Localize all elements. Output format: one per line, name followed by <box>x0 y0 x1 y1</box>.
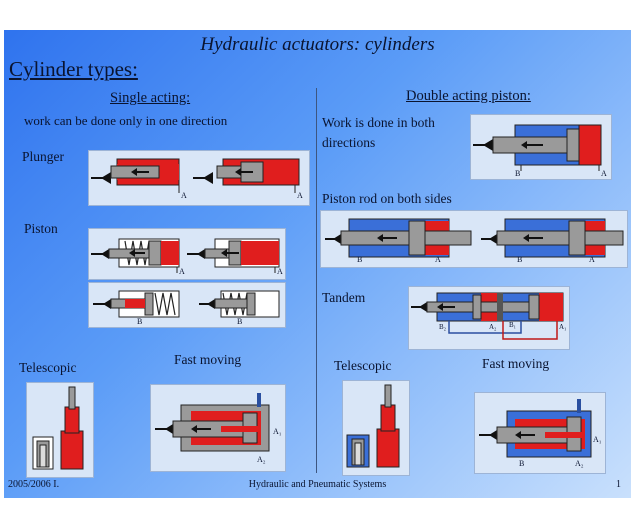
work-both-directions-line2: directions <box>322 135 376 150</box>
left-fast-moving-diagram: A₁ A₂ <box>150 384 286 472</box>
plunger-diagram: A A <box>88 150 310 206</box>
tandem-label: Tandem <box>322 290 366 305</box>
single-acting-heading: Single acting: <box>110 90 191 106</box>
rod-port-a-1: A <box>435 255 441 264</box>
right-fast-port-a2: A₂ <box>575 459 584 468</box>
double-acting-port-b: B <box>515 169 521 178</box>
plunger-port-a-2: A <box>297 191 303 200</box>
rod-port-b-1: B <box>357 255 363 264</box>
plunger-label: Plunger <box>22 149 64 164</box>
piston-port-a-2: A <box>277 267 283 276</box>
double-acting-heading: Double acting piston: <box>406 88 531 104</box>
tandem-diagram: B₂ A₂ B₁ A₁ <box>408 286 570 350</box>
left-fast-moving-label: Fast moving <box>174 352 242 367</box>
slide-subtitle: Cylinder types: <box>9 57 138 81</box>
work-both-directions-line1: Work is done in both <box>322 115 435 130</box>
footer-course: Hydraulic and Pneumatic Systems <box>248 479 387 490</box>
right-telescopic-label: Telescopic <box>334 358 392 373</box>
rod-port-b-2: B <box>517 255 523 264</box>
tandem-port-b2: B₂ <box>439 323 447 331</box>
left-telescopic-label: Telescopic <box>19 360 77 375</box>
column-divider <box>316 88 317 473</box>
right-fast-port-b: B <box>519 459 525 468</box>
right-fast-moving-diagram: A₁ B A₂ <box>474 392 606 474</box>
plunger-port-a-1: A <box>181 191 187 200</box>
rod-both-sides-label: Piston rod on both sides <box>322 191 452 206</box>
right-fast-port-a1: A₁ <box>593 435 602 444</box>
piston-reverse-diagram: B B <box>88 282 286 328</box>
piston-label: Piston <box>24 221 58 236</box>
right-telescopic-diagram <box>342 380 410 476</box>
single-acting-description: work can be done only in one direction <box>24 113 228 128</box>
slide: Hydraulic actuators: cylinders Cylinder … <box>4 30 631 498</box>
tandem-port-b1: B₁ <box>509 321 517 329</box>
piston-port-b-1: B <box>137 317 143 326</box>
tandem-port-a2: A₂ <box>489 323 497 331</box>
double-acting-port-a: A <box>601 169 607 178</box>
rod-both-sides-diagram: B A B A <box>320 210 628 268</box>
tandem-port-a1: A₁ <box>559 323 567 331</box>
piston-port-a-1: A <box>179 267 185 276</box>
piston-spring-return-diagram: A A <box>88 228 286 280</box>
footer-page-number: 1 <box>616 479 621 490</box>
left-fast-port-a2: A₂ <box>257 455 266 464</box>
piston-port-b-2: B <box>237 317 243 326</box>
double-acting-diagram: B A <box>470 114 612 180</box>
left-fast-port-a1: A₁ <box>273 427 282 436</box>
slide-title: Hydraulic actuators: cylinders <box>200 34 435 55</box>
left-telescopic-diagram <box>26 382 94 478</box>
footer-date: 2005/2006 I. <box>8 479 60 490</box>
right-fast-moving-label: Fast moving <box>482 356 550 371</box>
rod-port-a-2: A <box>589 255 595 264</box>
